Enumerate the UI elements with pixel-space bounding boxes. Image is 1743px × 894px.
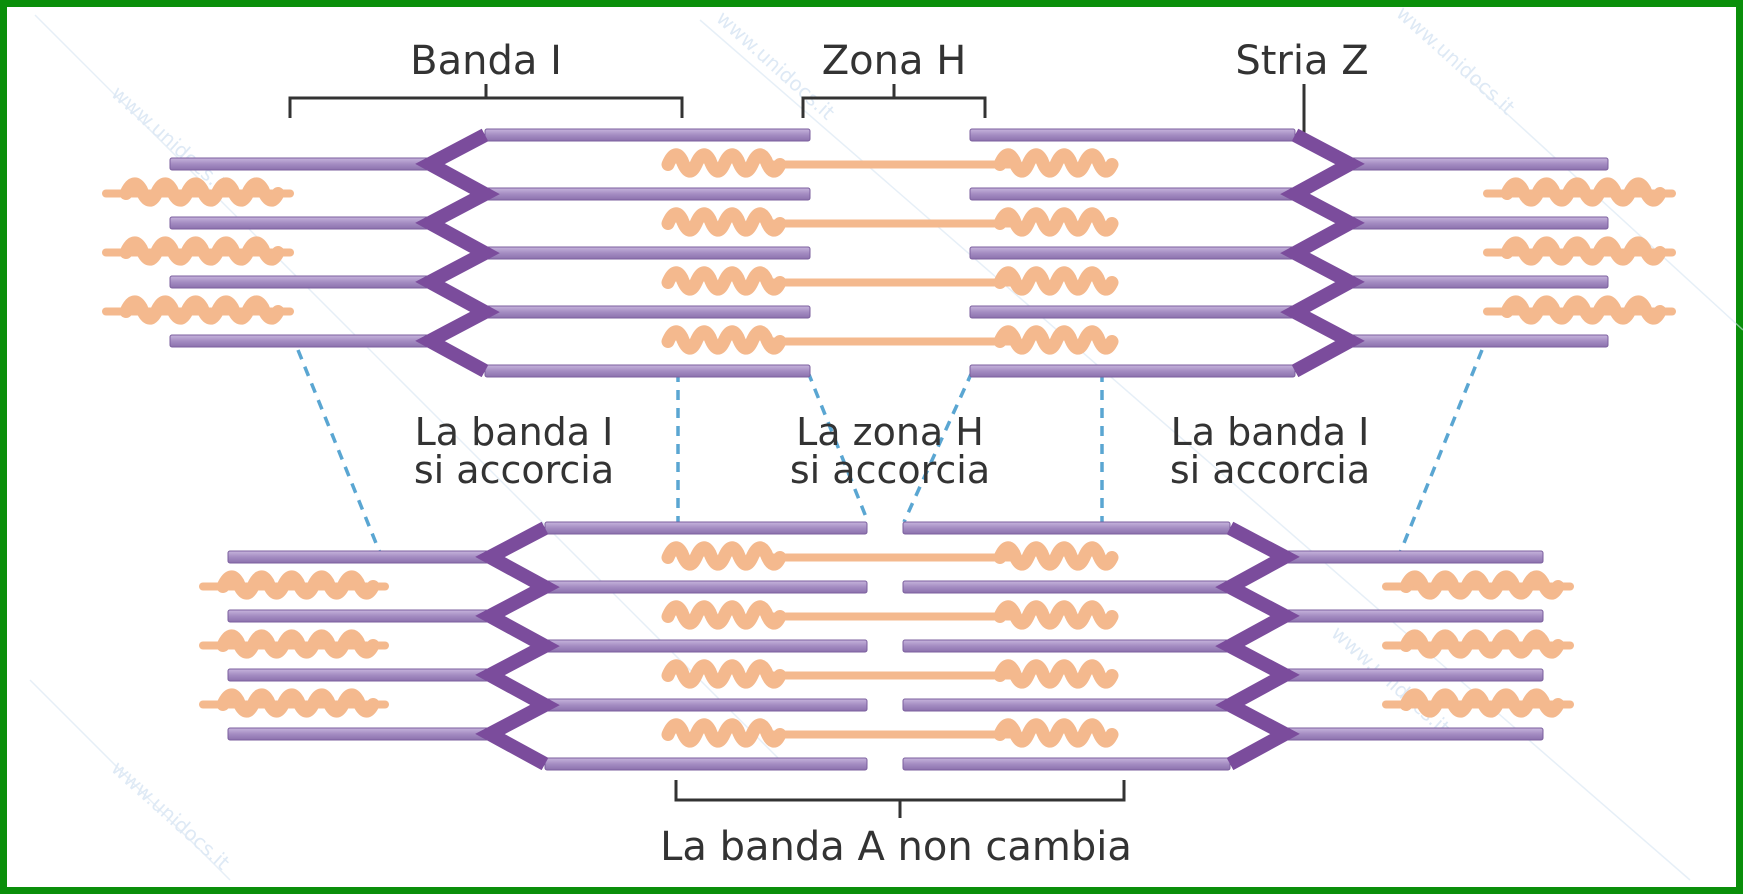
actin-filament (902, 757, 1231, 771)
actin-filament (1349, 334, 1609, 348)
actin-filament (544, 521, 868, 535)
actin-filament (227, 727, 491, 741)
myosin-heads (993, 718, 1119, 748)
actin-filament (544, 757, 868, 771)
myosin-heads (216, 688, 380, 718)
actin-filament (1349, 157, 1609, 171)
dashed-guides (296, 349, 1484, 554)
actin-filament (1284, 668, 1544, 682)
myosin-heads (993, 541, 1119, 571)
label-zona-h: Zona H (822, 38, 967, 84)
myosin-heads (993, 659, 1119, 689)
watermark-text: www.unidocs.it (712, 6, 840, 125)
label-left-band-shortens-line2: si accorcia (414, 448, 614, 492)
z-disc (1215, 521, 1300, 771)
z-disc (1280, 128, 1365, 378)
myosin-heads (661, 600, 787, 630)
actin-filament (902, 580, 1231, 594)
actin-filament (1284, 550, 1544, 564)
myosin-heads (661, 148, 787, 178)
label-right-band-shortens-line2: si accorcia (1170, 448, 1370, 492)
myosin-heads (1500, 236, 1667, 266)
myosin-heads (661, 207, 787, 237)
myosin-heads (661, 266, 787, 296)
actin-filament (1284, 727, 1544, 741)
watermark-text: www.unidocs.it (107, 756, 235, 875)
myosin-heads (1399, 570, 1565, 600)
label-left-band-shortens-line1: La banda I (415, 410, 614, 454)
myosin-heads (993, 207, 1119, 237)
actin-filament (969, 128, 1296, 142)
label-banda-i: Banda I (410, 38, 562, 84)
myosin-heads (1399, 629, 1565, 659)
myosin-heads (216, 629, 380, 659)
z-disc (415, 128, 500, 378)
myosin-heads (993, 600, 1119, 630)
myosin-heads (661, 325, 787, 355)
label-a-band-unchanged: La banda A non cambia (660, 824, 1132, 870)
myosin-heads (1399, 688, 1565, 718)
actin-filament (484, 305, 811, 319)
actin-filament (969, 187, 1296, 201)
actin-filament (1349, 216, 1609, 230)
actin-filament (1284, 609, 1544, 623)
label-h-zone-shortens-line2: si accorcia (790, 448, 990, 492)
myosin-heads (661, 659, 787, 689)
actin-filament (484, 364, 811, 378)
myosin-heads (1500, 177, 1667, 207)
myosin-heads (993, 266, 1119, 296)
actin-filament (544, 698, 868, 712)
myosin-heads (993, 148, 1119, 178)
brackets (288, 84, 1306, 818)
myosin-heads (119, 177, 285, 207)
actin-filament (227, 609, 491, 623)
myosin-heads (661, 718, 787, 748)
myosin-heads (661, 541, 787, 571)
actin-filament (969, 246, 1296, 260)
actin-filament (544, 580, 868, 594)
actin-filament (544, 639, 868, 653)
actin-filament (169, 216, 431, 230)
actin-filament (484, 246, 811, 260)
actin-filament (227, 550, 491, 564)
actin-filament (169, 157, 431, 171)
myosin-heads (119, 236, 285, 266)
label-right-band-shortens-line1: La banda I (1171, 410, 1370, 454)
actin-filament (969, 305, 1296, 319)
actin-filament (902, 698, 1231, 712)
watermark-text: www.unidocs.it (1392, 1, 1520, 120)
relaxed-sarcomere (102, 128, 1676, 378)
label-h-zone-shortens-line1: La zona H (796, 410, 984, 454)
actin-filament (169, 275, 431, 289)
myosin-heads (993, 325, 1119, 355)
actin-filament (169, 334, 431, 348)
z-disc (475, 521, 560, 771)
actin-filament (969, 364, 1296, 378)
actin-filament (1349, 275, 1609, 289)
actin-filament (902, 521, 1231, 535)
actin-filament (227, 668, 491, 682)
label-stria-z: Stria Z (1235, 38, 1368, 84)
actin-filament (902, 639, 1231, 653)
myosin-heads (1500, 295, 1667, 325)
myosin-heads (119, 295, 285, 325)
myosin-heads (216, 570, 380, 600)
actin-filament (484, 128, 811, 142)
contracted-sarcomere (199, 521, 1574, 771)
actin-filament (484, 187, 811, 201)
